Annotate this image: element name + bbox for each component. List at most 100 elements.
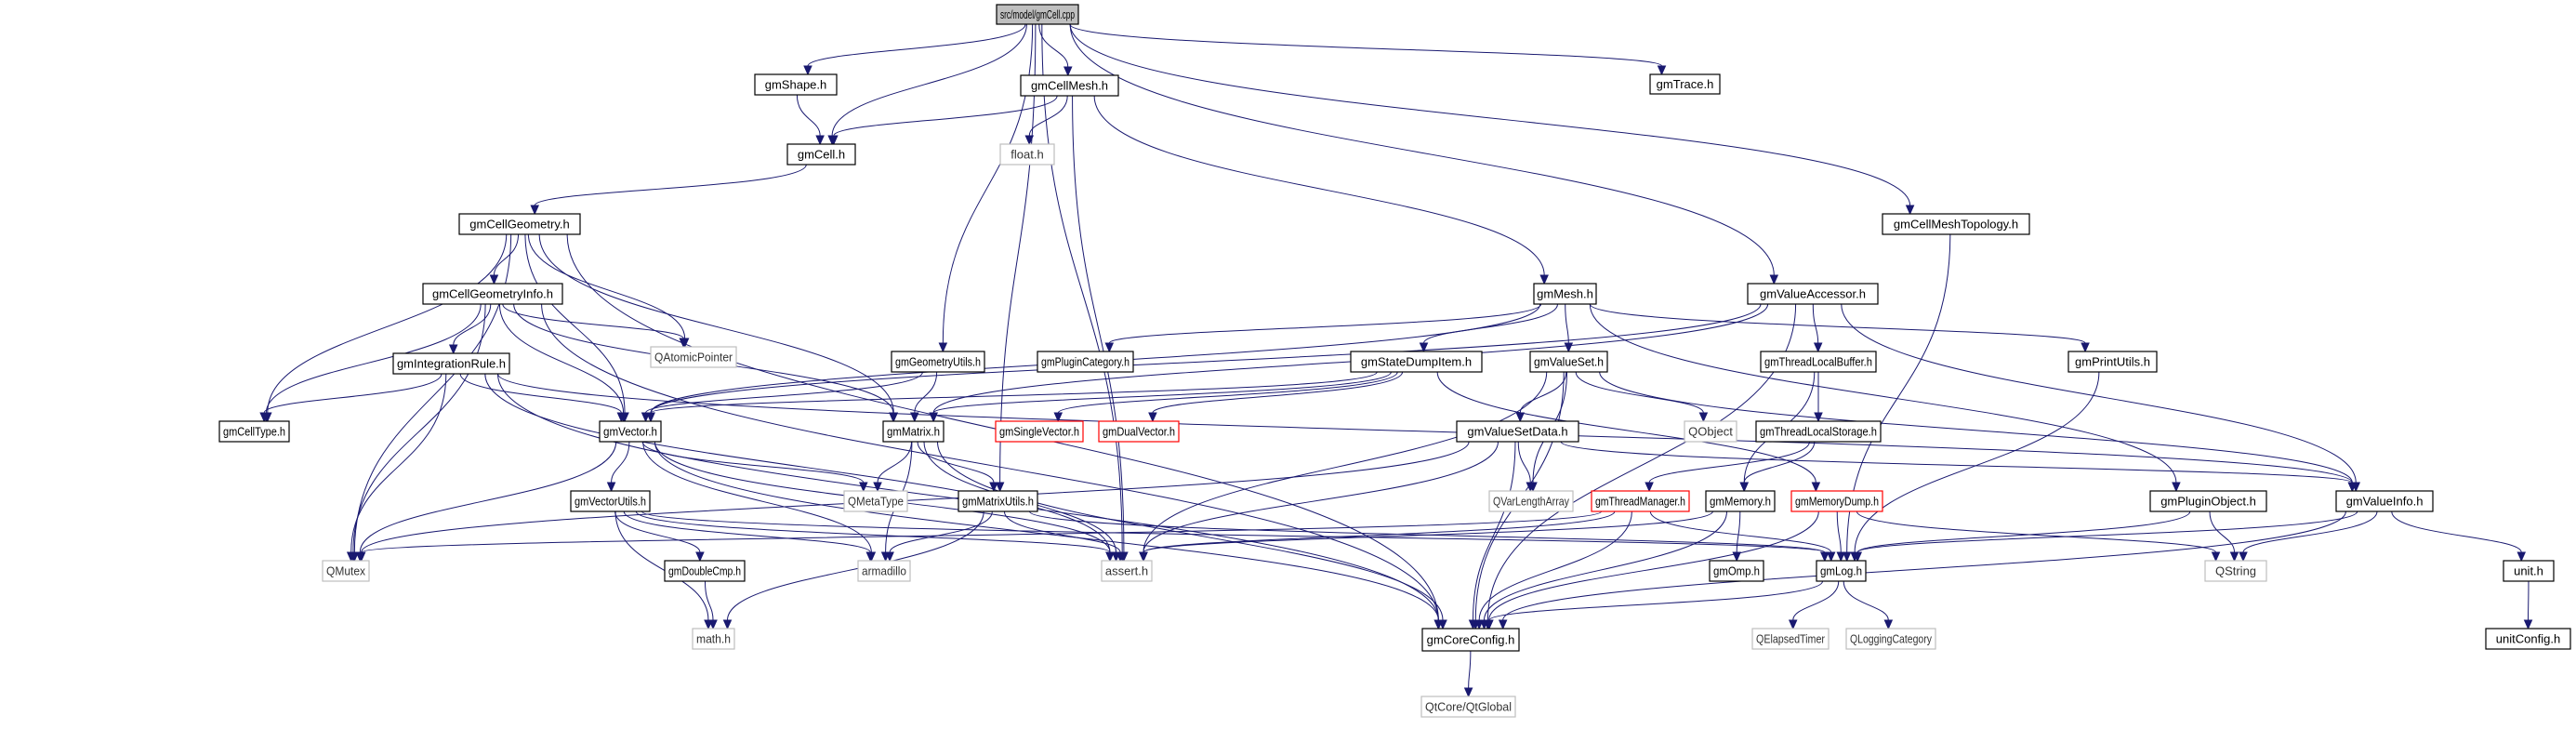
node-qvarlengtharray[interactable]: QVarLengthArray xyxy=(1488,490,1574,512)
node-gmshape-h[interactable]: gmShape.h xyxy=(754,73,838,96)
edge-gmVectorUtils-to-gmLog xyxy=(641,510,1830,563)
edge-line xyxy=(1143,510,1713,553)
node-gmcellmeshtopology-h[interactable]: gmCellMeshTopology.h xyxy=(1882,213,2030,235)
node-box xyxy=(1649,73,1721,95)
node-gmcellmesh-h[interactable]: gmCellMesh.h xyxy=(1020,74,1119,97)
node-gmvaluesetdata-h[interactable]: gmValueSetData.h xyxy=(1456,420,1579,443)
arrowhead-icon xyxy=(2523,619,2533,630)
edge-line xyxy=(1856,510,2358,553)
node-gmmemorydump-h[interactable]: gmMemoryDump.h xyxy=(1790,490,1883,512)
edge-line xyxy=(942,23,1034,344)
arrowhead-icon xyxy=(606,482,616,493)
node-gmprintutils-h[interactable]: gmPrintUtils.h xyxy=(2067,351,2158,373)
node-label: gmCellMesh.h xyxy=(1031,79,1108,93)
node-gmdualvector-h[interactable]: gmDualVector.h xyxy=(1098,420,1180,443)
node-gmmemory-h[interactable]: gmMemory.h xyxy=(1705,490,1776,512)
edge-line xyxy=(1599,371,2353,484)
edge-gmValueInfo-to-gmCoreConfig xyxy=(1498,510,2346,630)
node-gmomp-h[interactable]: gmOmp.h xyxy=(1709,560,1764,582)
arrowhead-icon xyxy=(1498,619,1508,630)
edge-line xyxy=(2391,510,2522,553)
node-gmcelltype-h[interactable]: gmCellType.h xyxy=(218,420,290,443)
arrowhead-icon xyxy=(1853,551,1862,563)
edge-line xyxy=(932,371,1392,414)
node-math-h[interactable]: math.h xyxy=(692,628,735,650)
node-gmstatedumpitem-h[interactable]: gmStateDumpItem.h xyxy=(1350,351,1483,373)
edge-gmVectorUtils-to-gmDoubleCmp xyxy=(614,510,705,563)
node-gmdoublecmp-h[interactable]: gmDoubleCmp.h xyxy=(664,560,746,582)
edge-line xyxy=(831,23,1027,137)
node-qstring[interactable]: QString xyxy=(2204,560,2267,582)
edge-gmMemory-to-gmCoreConfig xyxy=(1479,510,1727,630)
node-qobject[interactable]: QObject xyxy=(1684,420,1737,443)
node-box xyxy=(1790,490,1883,512)
node-label: gmVector.h xyxy=(603,425,657,439)
node-box xyxy=(664,560,746,582)
node-gmthreadlocalstorage-h[interactable]: gmThreadLocalStorage.h xyxy=(1755,420,1882,443)
edge-gmValueAccessor-to-gmThreadLocalBuffer xyxy=(1812,303,1823,353)
node-label: QMetaType xyxy=(848,495,904,509)
node-assert-h[interactable]: assert.h xyxy=(1101,560,1153,582)
node-unitconfig-h[interactable]: unitConfig.h xyxy=(2485,628,2571,650)
node-box xyxy=(2335,490,2434,512)
node-gmmatrixutils-h[interactable]: gmMatrixUtils.h xyxy=(958,490,1038,512)
node-box xyxy=(1037,351,1134,373)
node-qatomicpointer[interactable]: QAtomicPointer xyxy=(650,346,737,368)
edge-line xyxy=(635,510,1111,553)
node-gmgeometryutils-h[interactable]: gmGeometryUtils.h xyxy=(891,351,985,373)
edge-line xyxy=(1069,23,1911,206)
node-gmcoreconfig-h[interactable]: gmCoreConfig.h xyxy=(1421,628,1520,652)
node-gmlog-h[interactable]: gmLog.h xyxy=(1816,560,1867,582)
node-float-h[interactable]: float.h xyxy=(999,143,1055,166)
node-gmpluginobject-h[interactable]: gmPluginObject.h xyxy=(2149,490,2267,512)
node-label: gmCoreConfig.h xyxy=(1427,633,1515,647)
edge-line xyxy=(1648,441,1810,484)
edge-gmValueInfo-to-unit xyxy=(2391,510,2527,563)
node-box xyxy=(599,420,662,443)
node-qelapsedtimer[interactable]: QElapsedTimer xyxy=(1751,628,1830,650)
node-gmvalueaccessor-h[interactable]: gmValueAccessor.h xyxy=(1747,283,1879,305)
node-qloggingcategory[interactable]: QLoggingCategory xyxy=(1845,628,1936,650)
edge-line xyxy=(645,371,923,414)
node-gmvectorutils-h[interactable]: gmVectorUtils.h xyxy=(570,490,651,512)
node-gmvalueset-h[interactable]: gmValueSet.h xyxy=(1529,351,1608,373)
edge-gmCellMesh-to-gmMesh xyxy=(1093,95,1549,285)
node-gmvalueinfo-h[interactable]: gmValueInfo.h xyxy=(2335,490,2434,512)
node-gmthreadlocalbuffer-h[interactable]: gmThreadLocalBuffer.h xyxy=(1760,351,1877,373)
node-box xyxy=(422,283,563,305)
node-gmcell-h[interactable]: gmCell.h xyxy=(786,143,856,166)
arrowhead-icon xyxy=(1813,342,1823,353)
node-gmmesh-h[interactable]: gmMesh.h xyxy=(1533,283,1597,305)
node-label: gmGeometryUtils.h xyxy=(895,355,981,369)
node-box xyxy=(1684,420,1737,443)
arrowhead-icon xyxy=(1104,342,1115,353)
node-qmetatype[interactable]: QMetaType xyxy=(843,490,908,512)
node-unit-h[interactable]: unit.h xyxy=(2503,560,2555,582)
node-gmmatrix-h[interactable]: gmMatrix.h xyxy=(882,420,945,443)
arrowhead-icon xyxy=(2229,551,2239,563)
node-gmplugincategory-h[interactable]: gmPluginCategory.h xyxy=(1037,351,1134,373)
node-gmcellgeometry-h[interactable]: gmCellGeometry.h xyxy=(458,213,581,235)
node-gmcellgeometryinfo-h[interactable]: gmCellGeometryInfo.h xyxy=(422,283,563,305)
edge-line xyxy=(1589,303,2086,344)
node-gmtrace-h[interactable]: gmTrace.h xyxy=(1649,73,1721,95)
edge-gmStateDumpItem-to-gmDualVector xyxy=(1148,371,1404,423)
node-gmvector-h[interactable]: gmVector.h xyxy=(599,420,662,443)
node-label: gmPluginCategory.h xyxy=(1041,355,1129,369)
node-qtcore-qtglobal[interactable]: QtCore/QtGlobal xyxy=(1420,696,1516,718)
node-gmintegrationrule-h[interactable]: gmIntegrationRule.h xyxy=(392,352,510,375)
edge-line xyxy=(796,94,821,137)
arrowhead-icon xyxy=(1063,66,1073,77)
arrowhead-icon xyxy=(1053,412,1063,423)
node-gmthreadmanager-h[interactable]: gmThreadManager.h xyxy=(1591,490,1690,512)
node-armadillo[interactable]: armadillo xyxy=(857,560,911,582)
edge-line xyxy=(833,95,1058,137)
node-label: gmValueSet.h xyxy=(1534,355,1604,369)
edge-gmThreadManager-to-gmLog xyxy=(1649,510,1836,563)
node-gmsinglevector-h[interactable]: gmSingleVector.h xyxy=(995,420,1084,443)
arrowhead-icon xyxy=(1116,551,1125,563)
edge-line xyxy=(1072,95,1125,553)
edge-line xyxy=(1488,580,1824,621)
edge-line xyxy=(493,233,520,276)
node-qmutex[interactable]: QMutex xyxy=(322,560,370,582)
